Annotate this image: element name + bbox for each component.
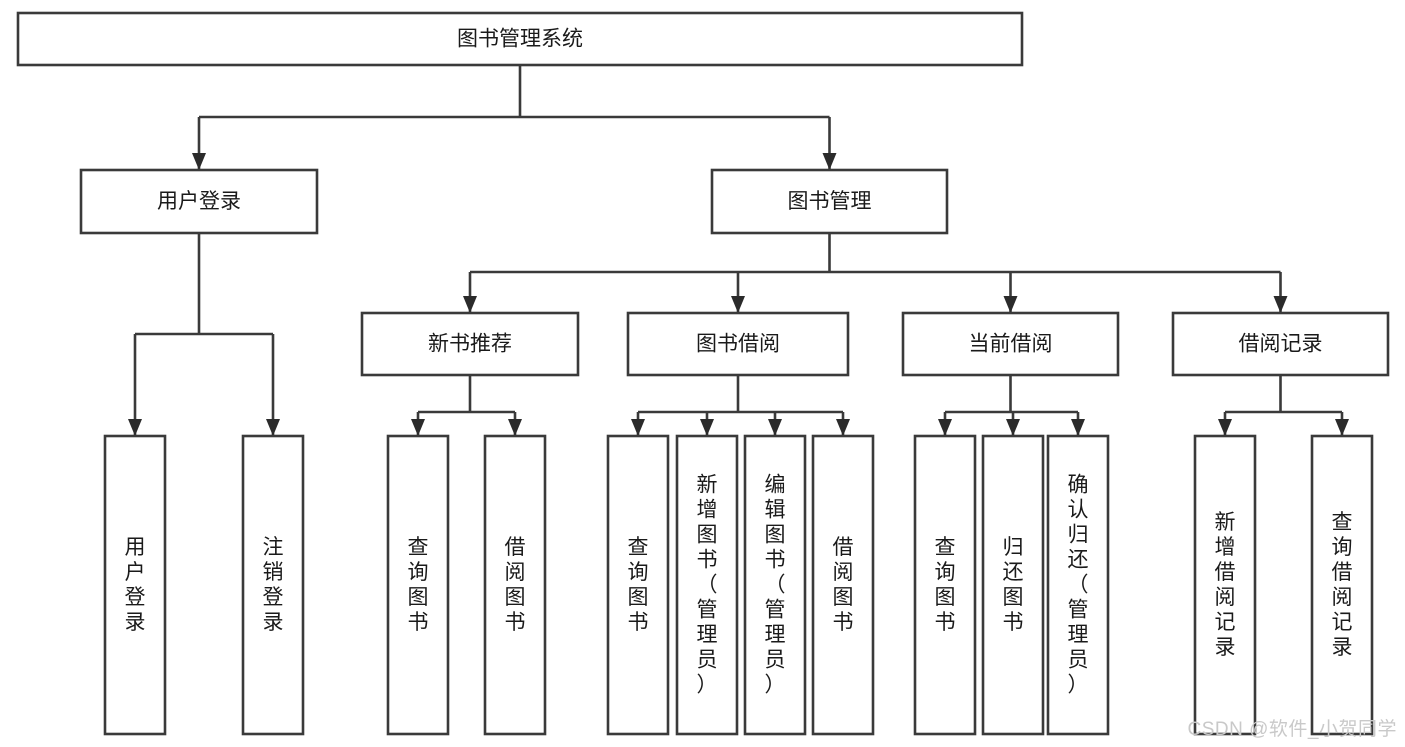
node-leaf-query-book-current-label: 查询图书 <box>935 536 956 634</box>
node-leaf-logout-label: 注销登录 <box>263 536 284 634</box>
node-leaf-add-borrow-record-box <box>1193 434 1257 736</box>
node-book-borrow-box <box>626 311 850 377</box>
arrow-head <box>731 296 745 313</box>
watermark-label: CSDN @软件_小贺同学 <box>1187 719 1397 740</box>
node-leaf-query-book-current-box <box>913 434 977 736</box>
node-new-book-recommend[interactable]: 新书推荐 <box>360 311 580 377</box>
arrow-head <box>411 419 425 436</box>
node-leaf-query-book-current[interactable]: 查询图书 <box>913 434 977 736</box>
node-leaf-edit-book-admin-label: 编辑图书（管理员） <box>765 474 786 697</box>
arrow-head <box>1006 419 1020 436</box>
node-leaf-add-book-admin-label: 新增图书（管理员） <box>697 474 718 697</box>
node-leaf-borrow-book[interactable]: 借阅图书 <box>811 434 875 736</box>
node-book-manage-label: 图书管理 <box>788 190 872 213</box>
arrow-head <box>768 419 782 436</box>
node-leaf-confirm-return-admin-box <box>1046 434 1110 736</box>
node-leaf-borrow-book-recommend[interactable]: 借阅图书 <box>483 434 547 736</box>
node-book-manage[interactable]: 图书管理 <box>710 168 949 235</box>
node-leaf-borrow-book-box <box>811 434 875 736</box>
arrow-head <box>508 419 522 436</box>
node-leaf-user-login[interactable]: 用户登录 <box>103 434 167 736</box>
node-layer: 图书管理系统用户登录图书管理新书推荐图书借阅当前借阅借阅记录用户登录注销登录查询… <box>16 11 1390 736</box>
node-leaf-borrow-book-label: 借阅图书 <box>833 536 854 634</box>
arrow-head <box>128 419 142 436</box>
node-leaf-query-borrow-record[interactable]: 查询借阅记录 <box>1310 434 1374 736</box>
node-leaf-query-book-borrow-box <box>606 434 670 736</box>
node-borrow-record[interactable]: 借阅记录 <box>1171 311 1390 377</box>
node-leaf-confirm-return-admin-label: 确认归还（管理员） <box>1068 474 1089 697</box>
node-borrow-record-box <box>1171 311 1390 377</box>
arrow-head <box>700 419 714 436</box>
node-leaf-query-borrow-record-box <box>1310 434 1374 736</box>
arrow-head <box>266 419 280 436</box>
node-current-borrow-box <box>901 311 1120 377</box>
node-leaf-user-login-box <box>103 434 167 736</box>
arrow-head <box>631 419 645 436</box>
node-current-borrow-label: 当前借阅 <box>969 333 1053 356</box>
node-leaf-return-book-box <box>981 434 1045 736</box>
node-user-login-box <box>79 168 319 235</box>
arrow-head <box>822 153 837 170</box>
arrow-head <box>1218 419 1232 436</box>
node-root-label: 图书管理系统 <box>457 28 583 51</box>
arrow-head <box>938 419 952 436</box>
node-book-borrow-label: 图书借阅 <box>696 333 780 356</box>
arrow-head <box>1335 419 1349 436</box>
node-borrow-record-label: 借阅记录 <box>1239 333 1323 356</box>
node-leaf-edit-book-admin-box <box>743 434 807 736</box>
node-leaf-borrow-book-recommend-box <box>483 434 547 736</box>
node-new-book-recommend-label: 新书推荐 <box>428 333 512 356</box>
arrow-head <box>1003 296 1018 313</box>
node-leaf-logout[interactable]: 注销登录 <box>241 434 305 736</box>
node-user-login-label: 用户登录 <box>157 190 241 213</box>
node-leaf-edit-book-admin[interactable]: 编辑图书（管理员） <box>743 434 807 736</box>
node-leaf-return-book[interactable]: 归还图书 <box>981 434 1045 736</box>
node-leaf-query-borrow-record-label: 查询借阅记录 <box>1332 511 1353 659</box>
node-leaf-add-borrow-record[interactable]: 新增借阅记录 <box>1193 434 1257 736</box>
arrow-head <box>1071 419 1085 436</box>
node-leaf-add-book-admin-box <box>675 434 739 736</box>
node-leaf-query-book-recommend[interactable]: 查询图书 <box>386 434 450 736</box>
node-leaf-add-book-admin[interactable]: 新增图书（管理员） <box>675 434 739 736</box>
node-leaf-add-borrow-record-label: 新增借阅记录 <box>1215 511 1236 659</box>
node-root[interactable]: 图书管理系统 <box>16 11 1024 67</box>
node-book-borrow[interactable]: 图书借阅 <box>626 311 850 377</box>
node-leaf-confirm-return-admin[interactable]: 确认归还（管理员） <box>1046 434 1110 736</box>
node-leaf-borrow-book-recommend-label: 借阅图书 <box>505 536 526 634</box>
arrow-head <box>192 153 206 170</box>
node-leaf-query-book-recommend-box <box>386 434 450 736</box>
arrow-head <box>463 296 477 313</box>
node-leaf-query-book-borrow-label: 查询图书 <box>628 536 649 634</box>
node-leaf-query-book-borrow[interactable]: 查询图书 <box>606 434 670 736</box>
node-new-book-recommend-box <box>360 311 580 377</box>
node-leaf-user-login-label: 用户登录 <box>125 536 146 634</box>
node-leaf-return-book-label: 归还图书 <box>1003 536 1024 634</box>
node-root-box <box>16 11 1024 67</box>
arrow-head <box>1273 296 1288 313</box>
node-leaf-logout-box <box>241 434 305 736</box>
connector-layer <box>128 65 1349 436</box>
node-current-borrow[interactable]: 当前借阅 <box>901 311 1120 377</box>
node-leaf-query-book-recommend-label: 查询图书 <box>408 536 429 634</box>
node-book-manage-box <box>710 168 949 235</box>
node-user-login[interactable]: 用户登录 <box>79 168 319 235</box>
arrow-head <box>836 419 850 436</box>
